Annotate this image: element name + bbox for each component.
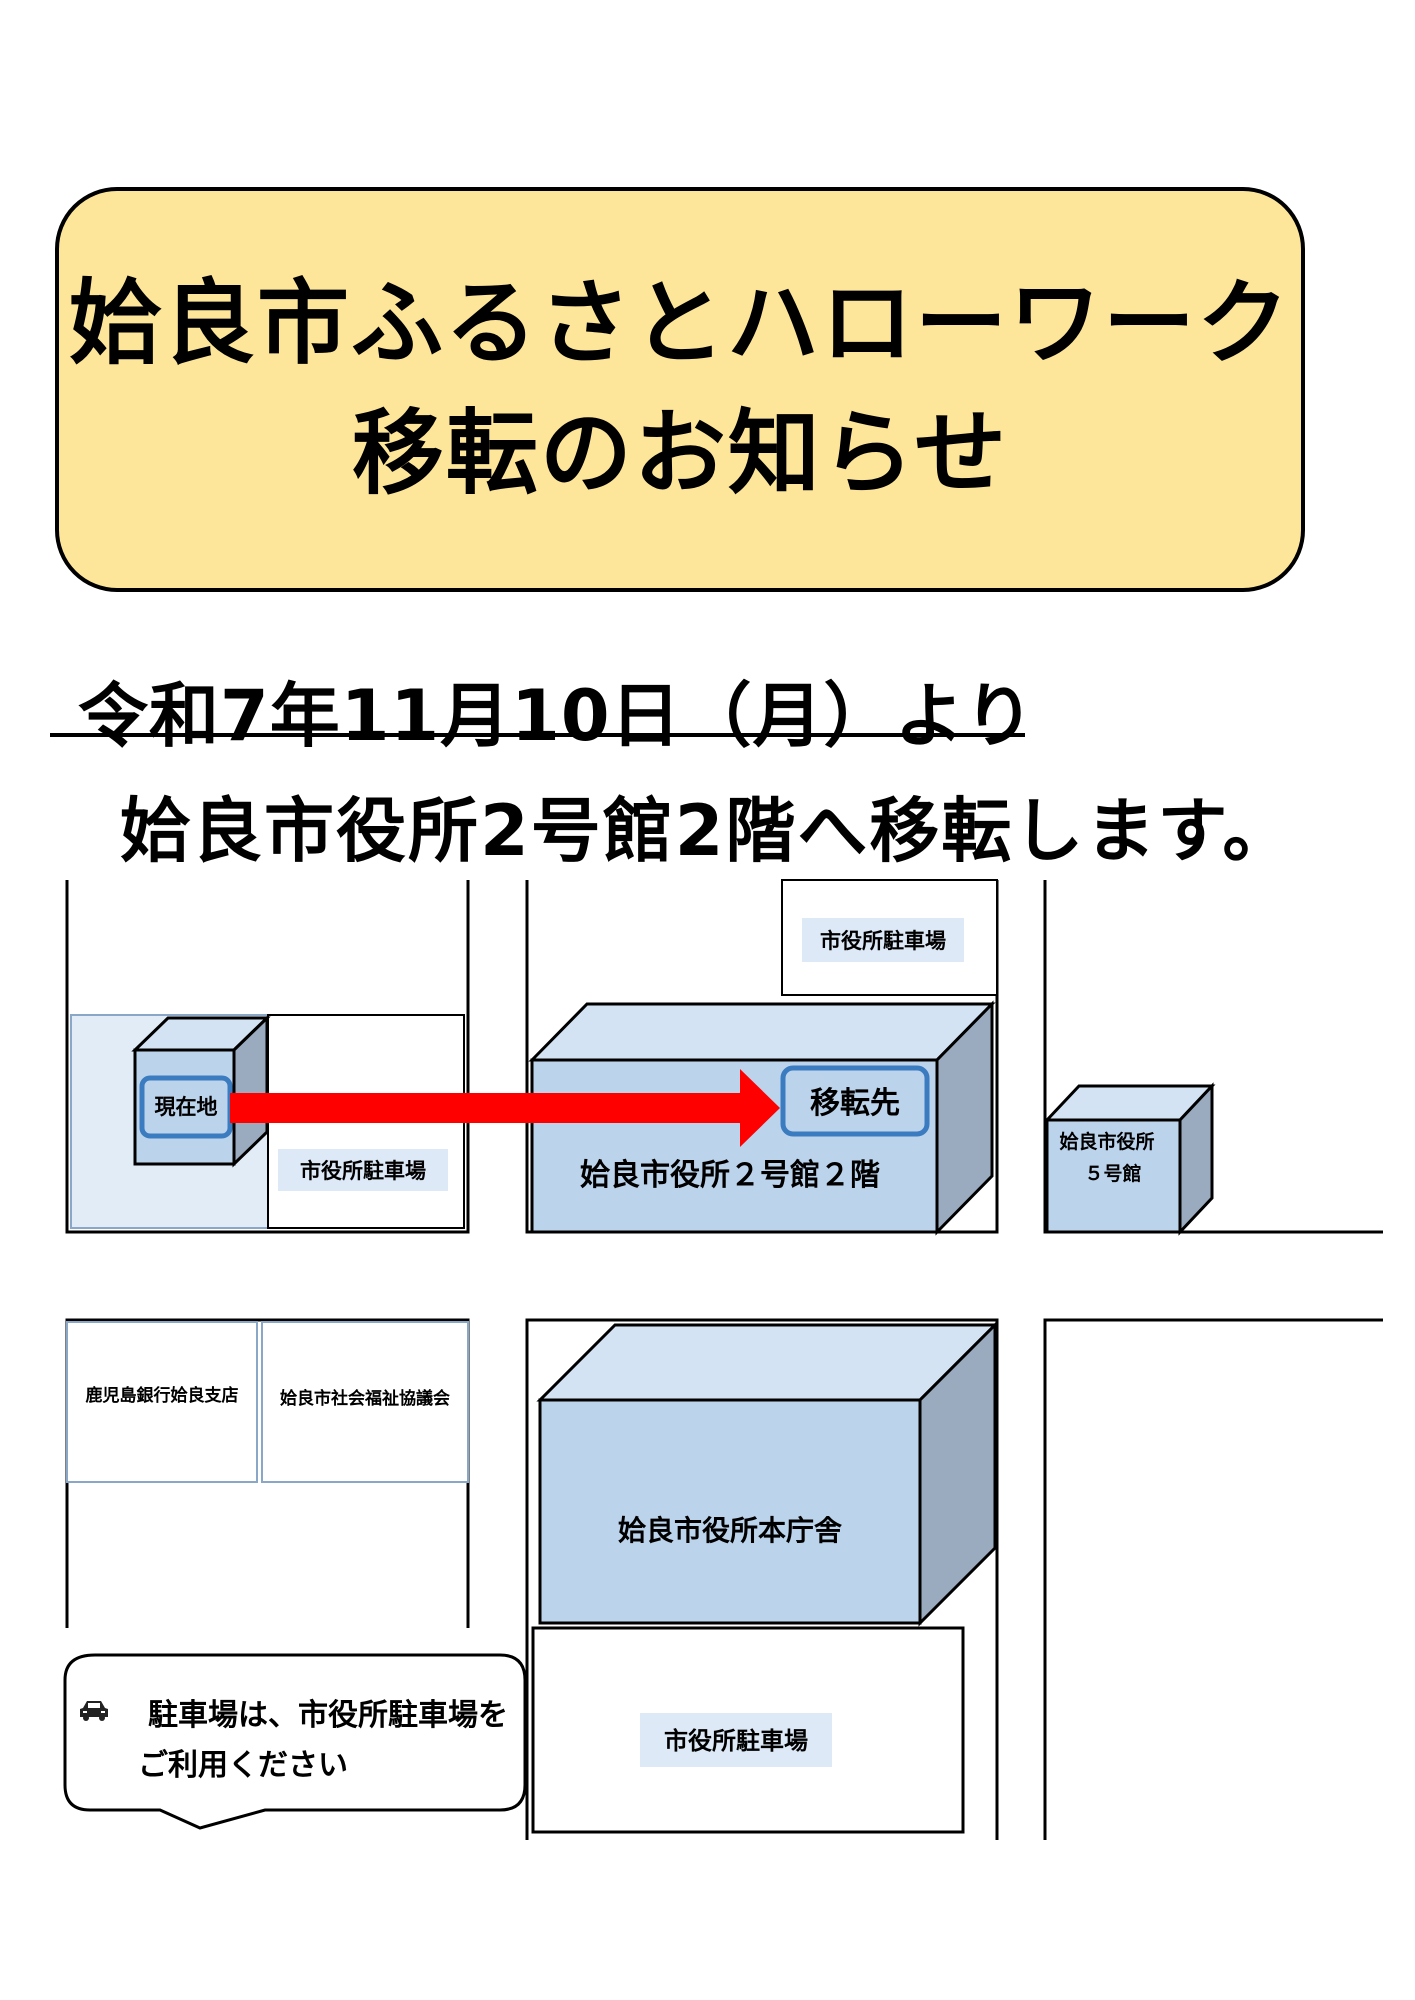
car-icon [80,1701,108,1721]
welfare-lot [261,1321,469,1483]
parking-note-line-2: ご利用ください [138,1748,348,1783]
parking-top-label-bg [802,918,964,962]
parking-top-label: 市役所駐車場 [820,929,946,953]
parking-note-line-1: 駐車場は、市役所駐車場を [148,1698,508,1733]
parking-left-label: 市役所駐車場 [300,1159,426,1183]
relocation-subtitle: 姶良市役所2号館2階へ移転します。 [120,790,1295,872]
building5-label-line2: ５号館 [1084,1162,1141,1185]
relocation-date: 令和7年11月10日（月）より [78,675,1036,757]
bank-lot [66,1321,258,1483]
parking-bottom-label-bg [640,1713,832,1767]
title-box: 姶良市ふるさとハローワーク 移転のお知らせ [55,187,1305,592]
building2-label: 姶良市役所２号館２階 [580,1158,880,1193]
destination-badge [780,1065,930,1137]
main-building-top [536,1323,999,1402]
parking-left-label-bg [278,1149,448,1191]
title-line-2: 移転のお知らせ [351,400,1009,507]
building2-top [528,1002,996,1062]
parking-note-bubble [63,1653,527,1830]
date-underline [50,733,1025,737]
destination-label: 移転先 [810,1086,900,1121]
parking-bottom-label: 市役所駐車場 [664,1727,808,1755]
current-location-label: 現在地 [155,1095,218,1119]
main-building-label: 姶良市役所本庁舎 [618,1514,842,1547]
relocation-arrow [230,1069,780,1147]
main-building-front [538,1398,922,1625]
bank-label: 鹿児島銀行姶良支店 [86,1385,239,1406]
building5-front [1045,1118,1182,1234]
title-line-1: 姶良市ふるさとハローワーク [68,270,1291,377]
building5-label-line1: 姶良市役所 [1059,1130,1154,1153]
welfare-label: 姶良市社会福祉協議会 [280,1388,450,1409]
